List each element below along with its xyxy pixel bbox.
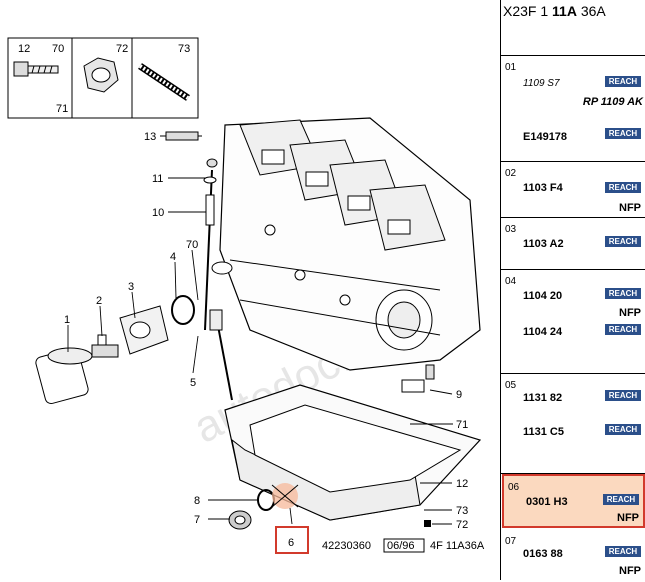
parts-list-sidebar: X23F 1 11A 36A 01 1109 S7 REACH RP 1109 … [500, 0, 645, 580]
nfp-label: NFP [619, 202, 641, 214]
hex-nut-icon [83, 57, 119, 93]
callout-2: 2 [96, 295, 102, 307]
flange-bolt-icon [13, 61, 59, 77]
inset-callout-72: 72 [116, 43, 128, 55]
reach-badge: REACH [605, 236, 641, 247]
reach-badge: REACH [605, 128, 641, 139]
callout-71: 71 [456, 419, 468, 431]
callout-1: 1 [64, 314, 70, 326]
header-part3: 36A [576, 3, 606, 19]
part-code[interactable]: 1103 F4 [523, 182, 563, 194]
part-code[interactable]: E149178 [523, 131, 568, 143]
header-spacer [501, 22, 645, 56]
o-ring-seal [171, 295, 195, 325]
parts-row-01[interactable]: 01 1109 S7 REACH RP 1109 AK E149178 REAC… [501, 56, 645, 162]
callout-72: 72 [456, 519, 468, 531]
parts-row-06-selected[interactable]: 06 0301 H3 REACH NFP [502, 474, 645, 528]
callout-8: 8 [194, 495, 200, 507]
callout-10: 10 [152, 207, 164, 219]
part-code[interactable]: 0163 88 [523, 548, 563, 560]
reach-badge: REACH [605, 76, 641, 87]
part-72-marker [424, 520, 431, 527]
parts-row-03[interactable]: 03 1103 A2 REACH [501, 218, 645, 270]
bolt-13-icon [165, 131, 199, 141]
drawing-ref: 4F 11A36A [430, 540, 485, 552]
bracket [401, 364, 435, 393]
reach-badge: REACH [605, 324, 641, 335]
row-index: 02 [505, 168, 517, 179]
reach-badge: REACH [605, 546, 641, 557]
threaded-stud-icon [138, 63, 190, 101]
header-part1: X23F 1 [503, 3, 553, 19]
callout-70: 70 [186, 239, 198, 251]
part-code[interactable]: 1104 24 [523, 326, 563, 338]
row-index: 07 [505, 536, 517, 547]
part-code[interactable]: 0301 H3 [526, 496, 568, 508]
part-code[interactable]: 1131 82 [523, 392, 563, 404]
nfp-label: NFP [619, 307, 641, 319]
reach-badge: REACH [603, 494, 639, 505]
engine-block [219, 117, 481, 371]
part-code[interactable]: 1109 S7 [523, 78, 560, 89]
leader-lines [67, 135, 453, 525]
parts-row-02[interactable]: 02 1103 F4 REACH NFP [501, 162, 645, 218]
part-code[interactable]: 1131 C5 [523, 426, 564, 438]
replacement-part-code[interactable]: RP 1109 AK [582, 96, 643, 108]
exploded-diagram: autodoc.com 12 70 71 72 73 [7, 37, 485, 554]
nfp-label: NFP [617, 512, 639, 524]
pressure-sensor [91, 334, 119, 358]
dipstick [203, 158, 233, 401]
parts-row-07[interactable]: 07 0163 88 REACH NFP [501, 530, 645, 582]
callout-9: 9 [456, 389, 462, 401]
drawing-date: 06/96 [387, 540, 415, 552]
callout-7: 7 [194, 514, 200, 526]
part-code[interactable]: 1103 A2 [523, 238, 564, 250]
row-index: 06 [508, 482, 520, 493]
reach-badge: REACH [605, 182, 641, 193]
fastener-inset [7, 37, 199, 119]
header-part2: 11A [552, 3, 577, 19]
reach-badge: REACH [605, 390, 641, 401]
reach-badge: REACH [605, 424, 641, 435]
inset-callout-12: 12 [18, 43, 30, 55]
oil-pan [224, 384, 482, 521]
row-index: 05 [505, 380, 517, 391]
parts-list-header: X23F 1 11A 36A [501, 0, 645, 22]
inset-callout-73: 73 [178, 43, 190, 55]
part-code[interactable]: 1104 20 [523, 290, 563, 302]
row-index: 04 [505, 276, 517, 287]
row-index: 03 [505, 224, 517, 235]
callout-12: 12 [456, 478, 468, 490]
callout-3: 3 [128, 281, 134, 293]
nfp-label: NFP [619, 565, 641, 577]
diagram-canvas: autodoc.com 12 70 71 72 73 [7, 37, 485, 554]
oil-cooler [119, 305, 169, 355]
oil-filter [35, 347, 93, 405]
row-index: 01 [505, 62, 517, 73]
parts-row-05[interactable]: 05 1131 82 REACH 1131 C5 REACH [501, 374, 645, 474]
reach-badge: REACH [605, 288, 641, 299]
inset-callout-70: 70 [52, 43, 64, 55]
parts-row-04[interactable]: 04 1104 20 REACH NFP 1104 24 REACH [501, 270, 645, 374]
callout-5: 5 [190, 377, 196, 389]
callout-73: 73 [456, 505, 468, 517]
callout-6-box[interactable] [275, 526, 309, 554]
callout-4: 4 [170, 251, 176, 263]
drawing-code: 42230360 [322, 540, 371, 552]
inset-callout-71: 71 [56, 103, 68, 115]
callout-11: 11 [152, 173, 163, 185]
drawing-date-box [383, 538, 425, 553]
callout-13: 13 [144, 131, 156, 143]
callout-6[interactable]: 6 [288, 537, 294, 549]
drain-plug [228, 510, 252, 530]
drain-washer [257, 489, 275, 511]
